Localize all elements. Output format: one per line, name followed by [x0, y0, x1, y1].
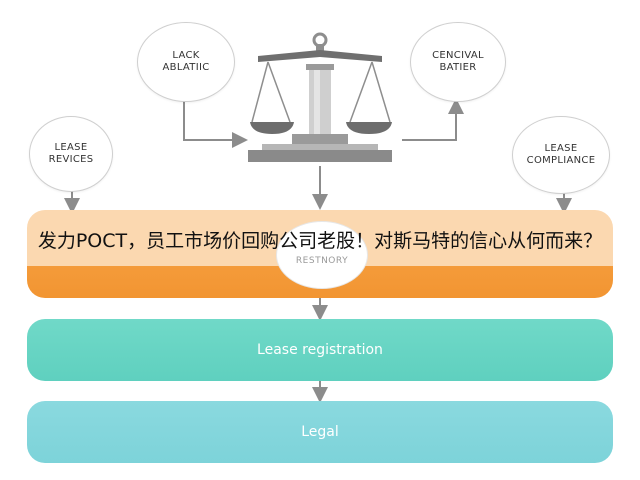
center-badge-label: RESTNORY	[295, 256, 349, 266]
band-label: Lease registration	[257, 342, 383, 358]
arrow-top-left-to-scale	[183, 100, 248, 148]
node-cencival-batier: CENCIVAL BATIER	[410, 22, 506, 102]
node-label: LEASE COMPLIANCE	[526, 143, 596, 166]
center-badge: RESTNORY	[276, 221, 368, 289]
node-label: LEASE REVICES	[48, 142, 94, 165]
overlay-headline: 发力POCT，员工市场价回购公司老股！对斯马特的信心从何而来？	[37, 230, 603, 252]
arrow-scale-to-top-right	[402, 98, 464, 141]
node-lack-ablatiic: LACK ABLATIIC	[137, 22, 235, 102]
node-label: CENCIVAL BATIER	[432, 50, 484, 73]
band-label: Legal	[301, 424, 339, 440]
band-lease-registration: Lease registration	[27, 319, 613, 381]
scales-of-justice-icon	[248, 32, 392, 162]
node-label: LACK ABLATIIC	[162, 50, 210, 73]
node-lease-compliance: LEASE COMPLIANCE	[512, 116, 610, 194]
band-legal: Legal	[27, 401, 613, 463]
node-lease-revices: LEASE REVICES	[29, 116, 113, 192]
